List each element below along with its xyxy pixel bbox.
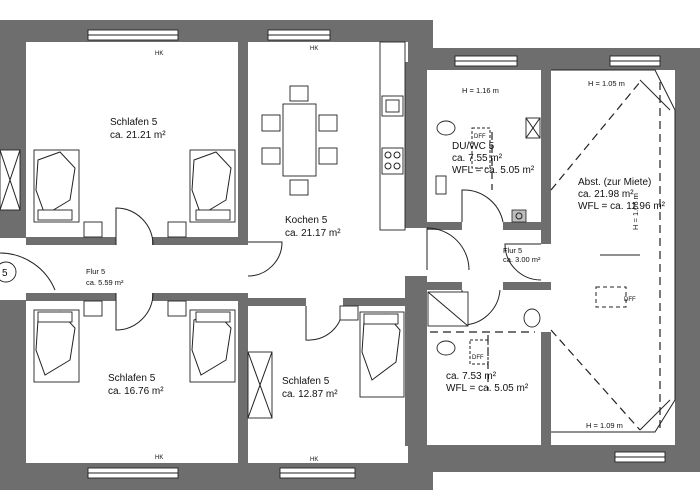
room-area: ca. 7.53 m²: [446, 371, 497, 382]
unit-number: 5: [2, 268, 8, 279]
room-name: Abst. (zur Miete): [578, 177, 651, 188]
kitchen-fixtures: [261, 41, 406, 231]
room-label-flur-left: Flur 5 ca. 5.59 m²: [86, 267, 124, 287]
room-name: Schlafen 5: [110, 117, 158, 128]
room-area: ca. 3.00 m²: [503, 255, 541, 264]
room-area: ca. 16.76 m²: [108, 386, 164, 397]
skylight-markers: DFF DFF DFF: [472, 134, 636, 361]
hk-label: HK: [155, 455, 163, 461]
hk-label: HK: [310, 457, 318, 463]
bath-fixtures: [427, 117, 541, 390]
room-wfl: WFL = ca. 5.05 m²: [446, 383, 529, 394]
room-label-schlafen-bl: Schlafen 5 ca. 16.76 m²: [108, 373, 164, 397]
room-label-flur-right: Flur 5 ca. 3.00 m²: [503, 246, 541, 264]
windows: [87, 29, 666, 479]
doors: [0, 189, 542, 341]
room-label-bath2: ca. 7.53 m² WFL = ca. 5.05 m²: [446, 371, 529, 394]
room-label-kochen: Kochen 5 ca. 21.17 m²: [285, 215, 341, 239]
room-area: ca. 7.55 m²: [452, 153, 503, 164]
room-label-schlafen-top: Schlafen 5 ca. 21.21 m²: [110, 117, 166, 141]
room-area: ca. 5.59 m²: [86, 278, 124, 287]
room-name: Flur 5: [503, 246, 522, 255]
dff-label: DFF: [472, 355, 484, 361]
walls: [0, 20, 700, 490]
heater-markers: HK HK HK HK: [155, 46, 318, 463]
room-wfl: WFL = ca. 11.96 m²: [578, 201, 666, 212]
room-height-right: H = 1.06 m: [631, 193, 640, 230]
room-height-top: H = 1.05 m: [588, 79, 625, 88]
dff-label: DFF: [624, 297, 636, 303]
attic-storage: [550, 69, 676, 433]
room-name: Kochen 5: [285, 215, 328, 226]
room-label-abst: Abst. (zur Miete) ca. 21.98 m² WFL = ca.…: [578, 79, 666, 430]
hk-label: HK: [310, 46, 318, 52]
hk-label: HK: [155, 51, 163, 57]
room-name: DU/WC 5: [452, 141, 495, 152]
room-area: ca. 21.98 m²: [578, 189, 634, 200]
room-height: H = 1.16 m: [462, 86, 499, 95]
room-name: Flur 5: [86, 267, 105, 276]
room-height-bottom: H = 1.09 m: [586, 421, 623, 430]
room-area: ca. 21.17 m²: [285, 228, 341, 239]
room-name: Schlafen 5: [108, 373, 156, 384]
room-name: Schlafen 5: [282, 376, 330, 387]
dff-label: DFF: [474, 134, 486, 140]
room-wfl: WFL = ca. 5.05 m²: [452, 165, 535, 176]
room-area: ca. 21.21 m²: [110, 130, 166, 141]
room-area: ca. 12.87 m²: [282, 389, 338, 400]
unit-marker: 5: [0, 261, 17, 283]
room-label-schlafen-bm: Schlafen 5 ca. 12.87 m²: [282, 376, 338, 400]
room-label-duwc: DU/WC 5 ca. 7.55 m² WFL = ca. 5.05 m² H …: [452, 86, 535, 176]
beds: [0, 149, 405, 419]
